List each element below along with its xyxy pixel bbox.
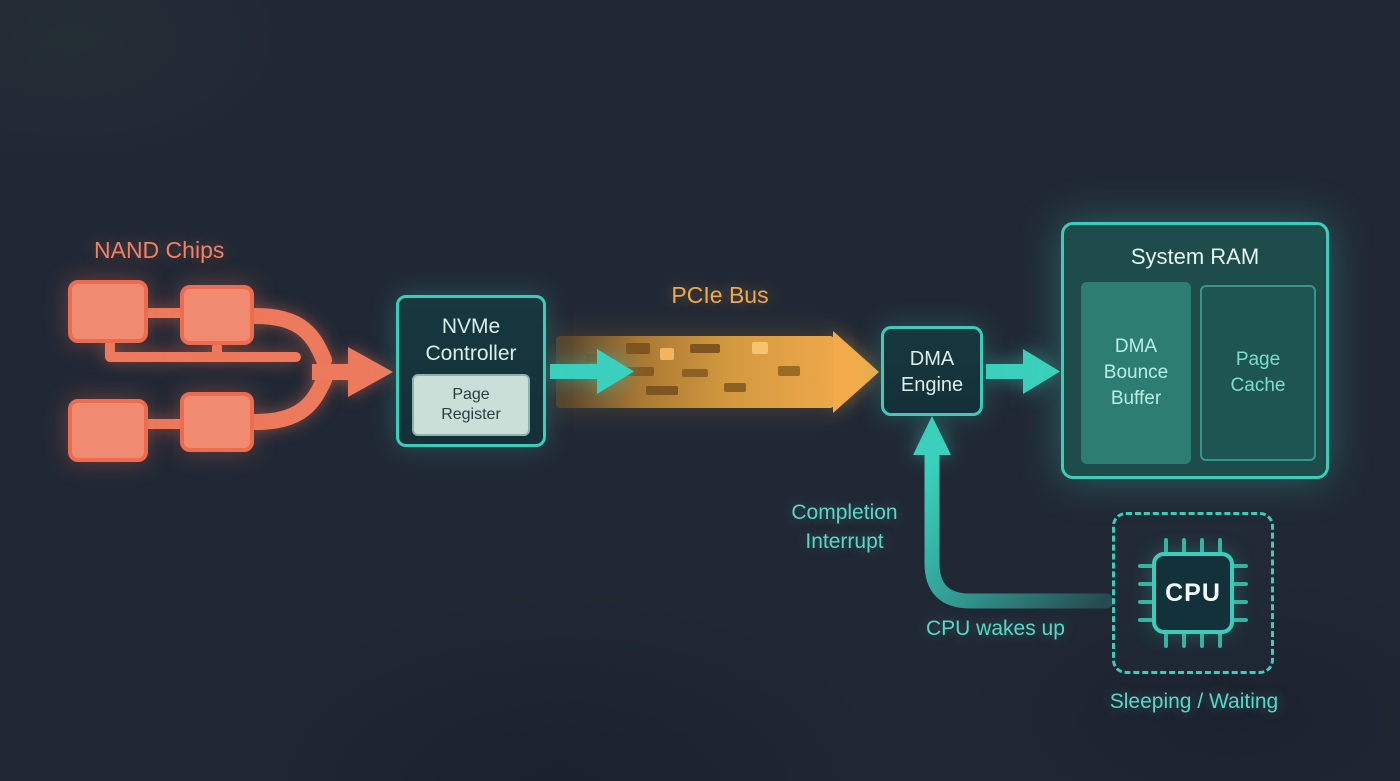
interrupt-line2: Interrupt: [805, 530, 884, 553]
cpu-wakes-up-label: CPU wakes up: [926, 617, 1065, 640]
bounce-line3: Buffer: [1110, 388, 1162, 409]
nvme-title-line2: Controller: [425, 342, 517, 365]
cpu-dashed-outline: CPU: [1112, 512, 1274, 674]
dma-engine-box: DMA Engine: [881, 326, 983, 416]
nand-merge-arrow: [312, 347, 393, 397]
pcie-packet: [646, 386, 678, 395]
nand-chip: [68, 399, 148, 462]
dma-line2: Engine: [900, 374, 964, 396]
nand-chip: [180, 285, 254, 345]
pcie-packet: [682, 369, 708, 377]
cache-line1: Page: [1235, 349, 1281, 370]
pcie-packet: [608, 367, 654, 376]
page-register-line2: Register: [441, 406, 501, 423]
bounce-line2: Bounce: [1103, 362, 1169, 383]
pcie-packet: [724, 383, 746, 392]
dma-line1: DMA: [909, 348, 955, 370]
nand-chip: [68, 280, 148, 343]
page-cache-box: Page Cache: [1200, 285, 1316, 461]
page-register-line1: Page: [452, 386, 490, 403]
nvme-title-line1: NVMe: [441, 315, 501, 338]
pcie-bus-arrowhead: [833, 331, 879, 413]
pcie-packet: [586, 354, 606, 362]
pcie-packet: [778, 366, 800, 376]
cpu-chip-icon: CPU: [1152, 552, 1234, 634]
pcie-packet: [752, 342, 768, 354]
pcie-packet: [690, 344, 720, 353]
system-ram-box: System RAM DMA Bounce Buffer Page Cache: [1061, 222, 1329, 479]
page-register-box: Page Register: [412, 374, 530, 436]
completion-interrupt-arrowhead: [913, 416, 951, 455]
nvme-controller-box: NVMe Controller Page Register: [396, 295, 546, 447]
dma-to-ram-arrow: [986, 349, 1060, 394]
pcie-bus-band: [556, 336, 834, 408]
system-ram-title: System RAM: [1130, 244, 1260, 269]
cpu-status-label: Sleeping / Waiting: [1109, 690, 1279, 713]
completion-interrupt-label: Completion Interrupt: [762, 498, 927, 556]
pcie-bus-label: PCIe Bus: [671, 282, 769, 308]
nand-chip: [180, 392, 254, 452]
interrupt-line1: Completion: [791, 501, 898, 524]
pcie-packet: [660, 348, 674, 360]
cache-line2: Cache: [1230, 375, 1286, 396]
dma-bounce-buffer-box: DMA Bounce Buffer: [1081, 282, 1191, 464]
cpu-chip-label: CPU: [1165, 578, 1221, 607]
pcie-packet: [626, 343, 650, 354]
bounce-line1: DMA: [1114, 336, 1158, 357]
nand-chips-label: NAND Chips: [94, 237, 225, 263]
